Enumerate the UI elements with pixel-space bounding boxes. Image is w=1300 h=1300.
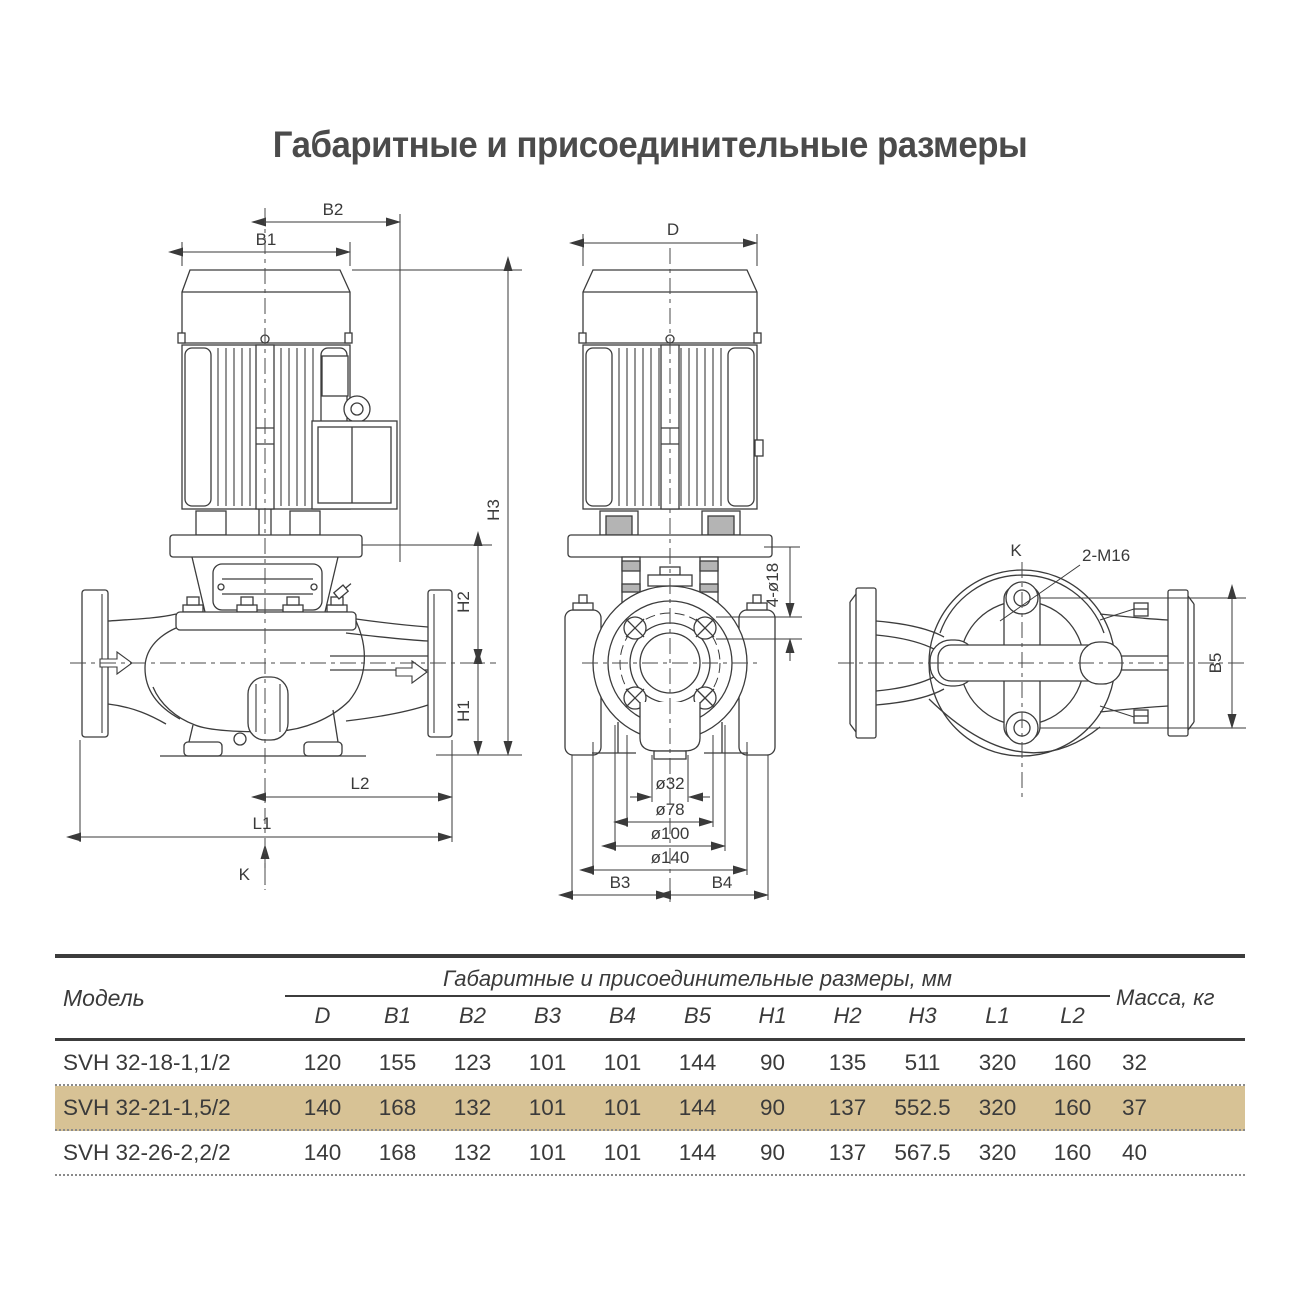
side-view-dimensions	[66, 214, 522, 885]
value-cell: 168	[378, 1095, 417, 1120]
value-cell: 320	[978, 1050, 1017, 1075]
value-cell: 132	[453, 1140, 492, 1165]
group-column-header: Габаритные и присоединительные размеры, …	[285, 958, 1110, 997]
value-cell: 120	[303, 1050, 342, 1075]
flow-arrow-outlet	[395, 659, 428, 685]
column-header-b3: B3	[534, 1003, 561, 1028]
table-row[interactable]: SVH 32-18-1,1/2 120 155 123 101 101 144 …	[55, 1041, 1245, 1086]
value-cell: 160	[1053, 1095, 1092, 1120]
value-cell: 101	[528, 1050, 567, 1075]
model-cell: SVH 32-18-1,1/2	[63, 1050, 231, 1075]
value-cell: 90	[759, 1050, 786, 1075]
value-cell: 137	[828, 1095, 867, 1120]
value-cell: 168	[378, 1140, 417, 1165]
model-column-header: Модель	[63, 984, 145, 1011]
value-cell: 132	[453, 1095, 492, 1120]
technical-drawing: B1 B2 H2 H1 H3 L2 L1 K	[66, 200, 1248, 902]
front-view	[564, 269, 776, 760]
value-cell: 101	[603, 1140, 642, 1165]
page-title: Габаритные и присоединительные размеры	[272, 124, 1028, 165]
column-header-b5: B5	[684, 1003, 711, 1028]
column-header-d: D	[314, 1003, 331, 1028]
dim-label-d: D	[667, 220, 679, 239]
value-cell: 101	[528, 1140, 567, 1165]
dim-label-k: K	[239, 865, 251, 884]
table-row[interactable]: SVH 32-26-2,2/2 140 168 132 101 101 144 …	[55, 1131, 1245, 1176]
value-cell: 320	[978, 1140, 1017, 1165]
dim-label-b4: B4	[712, 873, 733, 892]
column-header-l1: L1	[985, 1003, 1010, 1028]
value-cell: 511	[904, 1050, 941, 1075]
value-cell: 140	[303, 1095, 342, 1120]
dim-label-b3: B3	[610, 873, 631, 892]
dim-label-4d18: 4-ø18	[763, 563, 782, 607]
column-header-l2: L2	[1060, 1003, 1085, 1028]
value-cell: 135	[828, 1050, 867, 1075]
dim-label-h2: H2	[454, 591, 473, 613]
mass-column-header: Масса, кг	[1116, 985, 1215, 1010]
centerlines	[70, 208, 1248, 902]
front-view-labels: D 4-ø18 ø32 ø78 ø100 ø140 B3 B4	[610, 220, 782, 892]
dimensions-table: Модель Габаритные и присоединительные ра…	[55, 954, 1245, 1176]
column-header-h3: H3	[908, 1003, 937, 1028]
model-cell: SVH 32-21-1,5/2	[63, 1095, 231, 1120]
top-view-labels: K 2-M16 B5	[1010, 541, 1225, 673]
dim-label-2m16: 2-M16	[1082, 546, 1130, 565]
value-cell: 90	[759, 1095, 786, 1120]
value-cell: 101	[603, 1050, 642, 1075]
column-header-h2: H2	[833, 1003, 862, 1028]
dim-label-b2: B2	[323, 200, 344, 219]
model-cell: SVH 32-26-2,2/2	[63, 1140, 231, 1165]
mass-cell: 37	[1122, 1095, 1148, 1120]
value-cell: 101	[528, 1095, 567, 1120]
side-view-labels: B1 B2 H2 H1 H3 L2 L1 K	[239, 200, 503, 884]
value-cell: 90	[759, 1140, 786, 1165]
value-cell: 144	[678, 1095, 717, 1120]
side-view	[81, 269, 453, 757]
dim-label-k2: K	[1010, 541, 1022, 560]
value-cell: 123	[453, 1050, 492, 1075]
value-cell: 137	[828, 1140, 867, 1165]
column-header-b2: B2	[459, 1003, 486, 1028]
column-header-b1: B1	[384, 1003, 411, 1028]
value-cell: 144	[678, 1140, 717, 1165]
value-cell: 155	[378, 1050, 417, 1075]
table-header: Модель Габаритные и присоединительные ра…	[55, 958, 1245, 1041]
value-cell: 160	[1053, 1050, 1092, 1075]
column-header-h1: H1	[758, 1003, 787, 1028]
value-cell: 160	[1053, 1140, 1092, 1165]
value-cell: 552.5	[894, 1095, 951, 1120]
dim-label-h3: H3	[484, 499, 503, 521]
column-header-b4: B4	[609, 1003, 636, 1028]
dim-label-l2: L2	[351, 774, 370, 793]
table-row-highlighted[interactable]: SVH 32-21-1,5/2 140 168 132 101 101 144 …	[55, 1086, 1245, 1131]
dim-label-h1: H1	[454, 700, 473, 722]
value-cell: 140	[303, 1140, 342, 1165]
dim-label-d32: ø32	[655, 774, 684, 793]
value-cell: 101	[603, 1095, 642, 1120]
dim-label-b1: B1	[256, 230, 277, 249]
value-cell: 144	[678, 1050, 717, 1075]
value-cell: 567.5	[894, 1140, 951, 1165]
mass-cell: 40	[1122, 1140, 1148, 1165]
value-cell: 320	[978, 1095, 1017, 1120]
dim-label-b5: B5	[1206, 653, 1225, 674]
dim-label-l1: L1	[253, 814, 272, 833]
mass-cell: 32	[1122, 1050, 1148, 1075]
